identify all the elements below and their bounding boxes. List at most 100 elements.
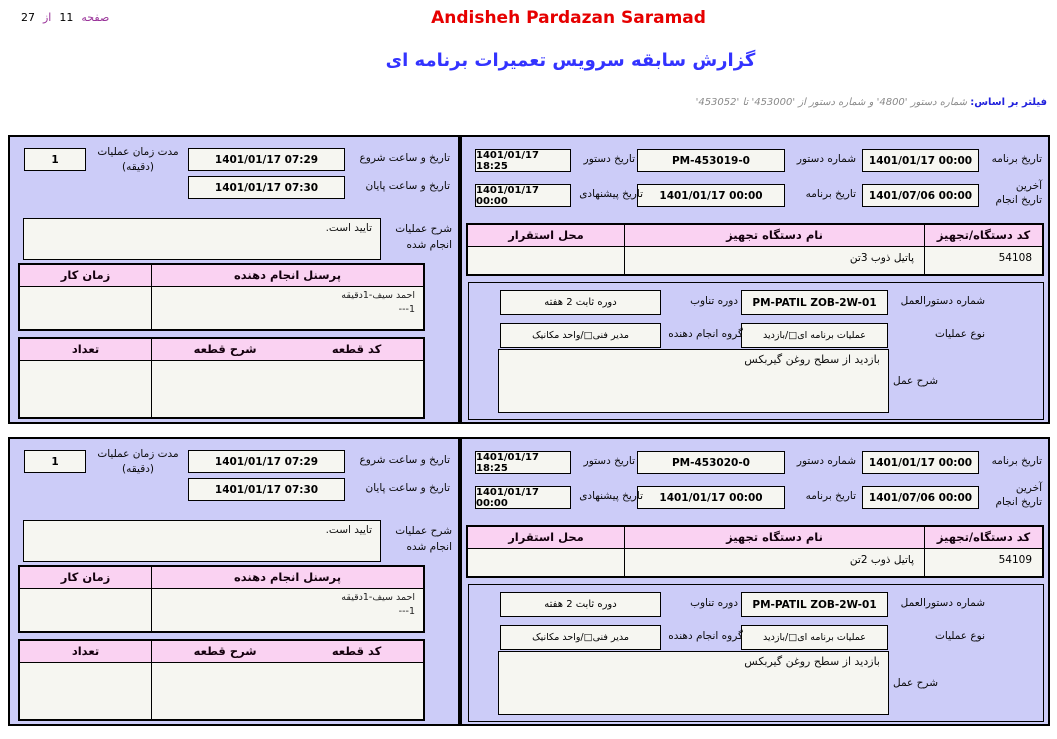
device-table-row: 54109 پاتیل ذوب 2تن <box>468 549 1042 576</box>
operation-detail-box: شماره دستورالعمل PM-PATIL ZOB-2W-01 دوره… <box>468 282 1044 420</box>
last-done-label: آخرین تاریخ انجام <box>995 180 1042 207</box>
start-datetime-value: 1401/01/17 07:29 <box>188 148 345 171</box>
action-desc-label: شرح عمل <box>893 375 938 387</box>
operation-detail-box: شماره دستورالعمل PM-PATIL ZOB-2W-01 دوره… <box>468 584 1044 722</box>
location-header: محل استقرار <box>508 228 584 242</box>
order-date-label: تاریخ دستور <box>583 153 635 165</box>
executing-group-value: مدیر فنی□/واحد مکانیک <box>500 625 661 650</box>
page-number: 11 <box>59 11 74 24</box>
filter-line: فیلتر بر اساس: شماره دستور '4800' و شمار… <box>696 97 1047 108</box>
start-datetime-value: 1401/01/17 07:29 <box>188 450 345 473</box>
part-desc-header: شرح قطعه <box>193 342 257 356</box>
location-header: محل استقرار <box>508 530 584 544</box>
cycle-label: دوره تناوب <box>690 295 738 307</box>
order-no-label: شماره دستور <box>796 455 856 467</box>
part-code-header: کد قطعه <box>331 342 382 356</box>
instruction-no-value: PM-PATIL ZOB-2W-01 <box>741 290 888 315</box>
instruction-no-label: شماره دستورالعمل <box>900 295 985 307</box>
parts-merged-header-cell: کد قطعه شرح قطعه <box>151 641 423 662</box>
instruction-no-label: شماره دستورالعمل <box>900 597 985 609</box>
action-desc-label: شرح عمل <box>893 677 938 689</box>
duration-value: 1 <box>24 450 86 473</box>
parts-cell <box>151 361 423 417</box>
personnel-cell: احمد سیف-1دقیقه ---1 <box>151 287 423 329</box>
parts-table: کد قطعه شرح قطعه تعداد <box>18 337 425 419</box>
proposed-date-label: تاریخ پیشنهادی <box>579 490 643 502</box>
qty-header-cell: تعداد <box>71 644 100 658</box>
start-datetime-label: تاریخ و ساعت شروع <box>359 454 450 466</box>
part-desc-header: شرح قطعه <box>193 644 257 658</box>
operation-type-label: نوع عملیات <box>934 630 985 642</box>
order-no-value: PM-453019-0 <box>637 149 785 172</box>
personnel-header-cell: پرسنل انجام دهنده <box>151 265 423 286</box>
start-datetime-label: تاریخ و ساعت شروع <box>359 152 450 164</box>
personnel-table-row: احمد سیف-1دقیقه ---1 <box>20 287 423 329</box>
personnel-table-header: پرسنل انجام دهنده زمان کار <box>20 265 423 287</box>
end-datetime-value: 1401/01/17 07:30 <box>188 176 345 199</box>
order-date-label: تاریخ دستور <box>583 455 635 467</box>
device-table: کد دستگاه/تجهیز نام دستگاه تجهیز محل است… <box>466 525 1044 578</box>
report-title: گزارش سابقه سرویس تعمیرات برنامه ای <box>385 50 756 71</box>
device-name-header: نام دستگاه تجهیز <box>624 527 924 548</box>
worktime-cell <box>20 589 151 631</box>
device-name-header: نام دستگاه تجهیز <box>624 225 924 246</box>
part-code-header: کد قطعه <box>331 644 382 658</box>
device-table-header: کد دستگاه/تجهیز نام دستگاه تجهیز محل است… <box>468 527 1042 549</box>
report-header: صفحه11از27 Andisheh Pardazan Saramad گزا… <box>0 0 1057 135</box>
device-name-cell: پاتیل ذوب 2تن <box>624 549 924 576</box>
device-table-header: کد دستگاه/تجهیز نام دستگاه تجهیز محل است… <box>468 225 1042 247</box>
execution-panel: مدت زمان عملیات (دقیقه) 1 تاریخ و ساعت ش… <box>8 135 460 424</box>
device-name-cell: پاتیل ذوب 3تن <box>624 247 924 274</box>
parts-table-header: کد قطعه شرح قطعه تعداد <box>20 641 423 663</box>
worktime-header-cell: زمان کار <box>60 268 111 282</box>
order-no-value: PM-453020-0 <box>637 451 785 474</box>
filter-text: شماره دستور '4800' و شماره دستور از '453… <box>695 97 968 108</box>
proposed-date-value: 1401/01/17 00:00 <box>475 486 571 509</box>
personnel-name: احمد سیف-1دقیقه <box>341 290 415 301</box>
personnel-cell: احمد سیف-1دقیقه ---1 <box>151 589 423 631</box>
parts-table-row <box>20 663 423 719</box>
operations-desc-label: شرح عملیات انجام شده <box>395 223 452 252</box>
operation-type-value: عملیات برنامه ای□/بازدید <box>741 625 888 650</box>
plan-date-label: تاریخ برنامه <box>991 153 1042 165</box>
end-datetime-label: تاریخ و ساعت پایان <box>365 482 450 494</box>
plan-date2-value: 1401/01/17 00:00 <box>637 486 785 509</box>
personnel-header-cell: پرسنل انجام دهنده <box>151 567 423 588</box>
action-desc-value: بازدید از سطح روغن گیربکس <box>498 651 889 715</box>
plan-date-value: 1401/01/17 00:00 <box>862 451 979 474</box>
plan-date2-label: تاریخ برنامه <box>805 188 856 200</box>
plan-date2-label: تاریخ برنامه <box>805 490 856 502</box>
operations-desc-label: شرح عملیات انجام شده <box>395 525 452 554</box>
maintenance-record: مدت زمان عملیات (دقیقه) 1 تاریخ و ساعت ش… <box>8 437 1050 726</box>
instruction-no-value: PM-PATIL ZOB-2W-01 <box>741 592 888 617</box>
location-cell <box>468 247 624 274</box>
last-done-value: 1401/07/06 00:00 <box>862 486 979 509</box>
executing-group-label: گروه انجام دهنده <box>668 630 743 642</box>
personnel-table-header: پرسنل انجام دهنده زمان کار <box>20 567 423 589</box>
page-word: صفحه <box>81 11 110 24</box>
plan-date-label: تاریخ برنامه <box>991 455 1042 467</box>
parts-merged-header-cell: کد قطعه شرح قطعه <box>151 339 423 360</box>
personnel-table: پرسنل انجام دهنده زمان کار احمد سیف-1دقی… <box>18 263 425 331</box>
executing-group-value: مدیر فنی□/واحد مکانیک <box>500 323 661 348</box>
proposed-date-value: 1401/01/17 00:00 <box>475 184 571 207</box>
duration-label: مدت زمان عملیات (دقیقه) <box>97 448 179 476</box>
location-cell <box>468 549 624 576</box>
duration-label: مدت زمان عملیات (دقیقه) <box>97 146 179 174</box>
personnel-time: ---1 <box>398 304 415 316</box>
last-done-value: 1401/07/06 00:00 <box>862 184 979 207</box>
operation-type-label: نوع عملیات <box>934 328 985 340</box>
qty-cell <box>20 361 151 417</box>
operation-type-value: عملیات برنامه ای□/بازدید <box>741 323 888 348</box>
order-panel: تاریخ برنامه 1401/01/17 00:00 شماره دستو… <box>460 135 1050 424</box>
qty-header-cell: تعداد <box>71 342 100 356</box>
personnel-table-row: احمد سیف-1دقیقه ---1 <box>20 589 423 631</box>
company-title: Andisheh Pardazan Saramad <box>431 8 706 28</box>
end-datetime-label: تاریخ و ساعت پایان <box>365 180 450 192</box>
last-done-label: آخرین تاریخ انجام <box>995 482 1042 509</box>
plan-date2-value: 1401/01/17 00:00 <box>637 184 785 207</box>
order-no-label: شماره دستور <box>796 153 856 165</box>
operations-desc-value: تایید است. <box>23 520 381 562</box>
cycle-label: دوره تناوب <box>690 597 738 609</box>
page-indicator: صفحه11از27 <box>18 11 114 24</box>
